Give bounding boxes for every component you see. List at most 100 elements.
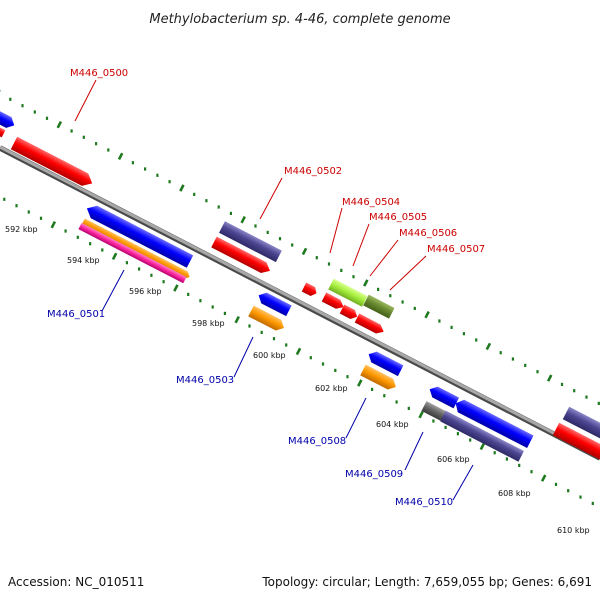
ruler-tick: [340, 268, 343, 272]
ruler-tick: [50, 220, 57, 229]
ruler-tick: [278, 237, 282, 241]
ruler-tick: [291, 243, 294, 247]
ruler-tick: [211, 305, 214, 309]
ruler-tick: [363, 279, 369, 287]
ruler-tick: [144, 167, 147, 171]
ruler-tick: [131, 161, 134, 165]
ruler-tick: [554, 482, 558, 486]
ruler-tick: [3, 197, 6, 201]
ruler-tick: [352, 275, 355, 279]
gene-arrow-m446-0500[interactable]: [10, 136, 96, 190]
ruler-tick: [240, 215, 246, 224]
gene-arrow-m446-0506[interactable]: [328, 278, 368, 307]
gene-arrow-m446-0509[interactable]: [421, 401, 447, 421]
gene-arrow[interactable]: [452, 397, 534, 448]
ruler-tick: [260, 330, 263, 334]
ruler-tick: [76, 235, 79, 239]
gene-arrow-m446-0501[interactable]: [84, 202, 194, 268]
ruler-label: 608 kbp: [498, 489, 531, 498]
callout-line: [352, 223, 370, 267]
ruler-tick: [33, 110, 36, 114]
gene-label[interactable]: M446_0504: [342, 197, 400, 208]
ruler-tick: [438, 319, 441, 323]
ruler-tick: [560, 382, 564, 386]
callout-line: [233, 336, 254, 378]
callout-line: [404, 431, 424, 471]
gene-arrow[interactable]: [339, 304, 360, 322]
ruler-tick: [511, 357, 514, 361]
gene-arrow[interactable]: [552, 422, 600, 463]
ruler-tick: [524, 363, 527, 367]
gene-label[interactable]: M446_0506: [399, 228, 457, 239]
ruler-tick: [518, 463, 521, 467]
ruler-label: 594 kbp: [67, 256, 100, 265]
topology-text: Topology: circular; Length: 7,659,055 bp…: [261, 575, 592, 589]
callout-line: [452, 464, 474, 501]
gene-label[interactable]: M446_0501: [47, 309, 105, 320]
ruler-tick: [505, 457, 508, 461]
ruler-tick: [567, 489, 570, 493]
gene-label[interactable]: M446_0508: [288, 436, 346, 447]
gene-arrow-m446-0510[interactable]: [440, 410, 524, 462]
gene-arrow[interactable]: [81, 218, 191, 280]
ruler-tracks: [0, 89, 600, 505]
gene-arrow[interactable]: [256, 290, 292, 317]
gene-arrow[interactable]: [321, 292, 346, 312]
ruler-label: 598 kbp: [192, 319, 225, 328]
ruler-tick: [321, 362, 325, 366]
ruler-label: 602 kbp: [315, 384, 348, 393]
ruler-tick: [413, 306, 416, 310]
callout-line: [345, 397, 367, 439]
callout-line: [369, 239, 399, 277]
gene-label[interactable]: M446_0509: [345, 469, 403, 480]
gene-arrow-m446-0503[interactable]: [248, 305, 286, 334]
ruler-tick: [21, 104, 24, 108]
gene-label[interactable]: M446_0505: [369, 212, 427, 223]
ruler-tick: [327, 262, 331, 266]
ruler-tick: [591, 501, 594, 505]
gene-label[interactable]: M446_0502: [284, 166, 342, 177]
gene-arrow-m446-0502[interactable]: [219, 221, 282, 263]
ruler-tick: [248, 324, 251, 328]
ruler-tick: [39, 216, 43, 220]
ruler-tick: [395, 400, 398, 404]
ruler-tick: [450, 325, 453, 329]
gene-arrow-m446-0508[interactable]: [360, 364, 398, 393]
ruler-tick: [179, 184, 185, 192]
ruler-tick: [266, 230, 269, 234]
ruler-label: 592 kbp: [5, 225, 38, 234]
ruler-tick: [173, 284, 179, 292]
gene-label[interactable]: M446_0500: [70, 68, 128, 79]
ruler-tick: [357, 379, 363, 387]
gene-arrow[interactable]: [78, 222, 187, 284]
ruler-tick: [573, 389, 576, 393]
gene-arrow[interactable]: [301, 282, 319, 298]
ruler-tick: [389, 294, 392, 298]
gene-arrow[interactable]: [366, 349, 404, 377]
ruler-tick: [193, 192, 196, 196]
gene-label[interactable]: M446_0503: [176, 375, 234, 386]
gene-arrow[interactable]: [427, 384, 460, 409]
ruler-tick: [424, 310, 430, 319]
ruler-label: 604 kbp: [376, 420, 409, 429]
ruler-tick: [205, 199, 208, 203]
ruler-tick: [0, 89, 1, 97]
gene-arrow[interactable]: [0, 98, 17, 131]
ruler-label: 600 kbp: [253, 351, 286, 360]
ruler-tick: [150, 273, 153, 277]
gene-arrow[interactable]: [562, 406, 600, 443]
ruler-tick: [217, 205, 220, 209]
ruler-label: 610 kbp: [557, 526, 590, 535]
gene-arrow-m446-0507[interactable]: [363, 294, 395, 319]
gene-arrow[interactable]: [211, 236, 272, 277]
ruler-tick: [301, 247, 308, 256]
gene-label[interactable]: M446_0510: [395, 497, 453, 508]
gene-arrow[interactable]: [354, 313, 386, 337]
callout-lines: [74, 79, 474, 501]
gene-label[interactable]: M446_0507: [427, 244, 485, 255]
ruler-tick: [371, 387, 374, 391]
ruler-tick: [315, 256, 318, 260]
ruler-label: 606 kbp: [437, 455, 470, 464]
ruler-tick: [27, 210, 30, 214]
